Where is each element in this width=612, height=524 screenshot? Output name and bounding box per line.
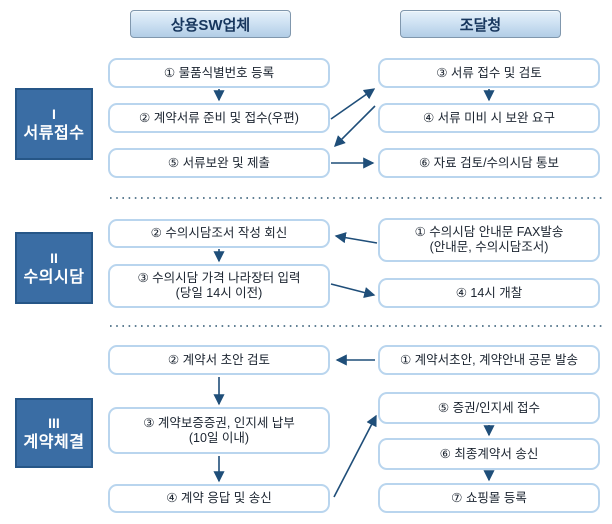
column-header-pps-label: 조달청: [459, 16, 502, 34]
section-2-numeral: II: [50, 249, 58, 266]
section-label-3: III 계약체결: [15, 398, 93, 468]
flow-box-s3-v4: ④ 계약 응답 및 송신: [108, 484, 330, 513]
flow-box-s2-v2-text: ② 수의시담조서 작성 회신: [150, 226, 288, 240]
flow-box-s2-v2: ② 수의시담조서 작성 회신: [108, 219, 330, 248]
flow-box-s3-v2-text: ② 계약서 초안 검토: [167, 352, 271, 367]
flow-box-s2-p4: ④ 14시 개찰: [378, 278, 600, 308]
flow-box-s1-v1: ① 물품식별번호 등록: [108, 58, 330, 88]
flow-box-s3-p5: ⑤ 증권/인지세 접수: [378, 392, 600, 424]
section-1-numeral: I: [52, 105, 56, 122]
flow-box-s1-v5-text: ⑤ 서류보완 및 제출: [167, 155, 271, 170]
section-3-numeral: III: [48, 414, 60, 431]
flow-box-s3-p6-text: ⑥ 최종계약서 송신: [439, 446, 539, 461]
arrow-s1-v2-to-p3: [330, 88, 376, 120]
flow-box-s1-v2-text: ② 계약서류 준비 및 접수(우편): [139, 110, 299, 125]
flow-box-s2-p1-text1: ① 수의시담 안내문 FAX발송: [414, 225, 564, 239]
flow-box-s3-v4-text: ④ 계약 응답 및 송신: [166, 491, 272, 505]
flow-box-s2-v3-text1: ③ 수의시담 가격 나라장터 입력: [137, 271, 301, 285]
flow-box-s2-p4-text: ④ 14시 개찰: [455, 285, 523, 300]
flow-box-s3-v3-text1: ③ 계약보증증권, 인지세 납부: [143, 415, 295, 430]
flow-box-s2-p1: ① 수의시담 안내문 FAX발송 (안내문, 수의시담조서): [378, 218, 600, 262]
column-header-vendor-label: 상용SW업체: [170, 16, 251, 34]
flow-box-s3-p5-text: ⑤ 증권/인지세 접수: [437, 400, 541, 415]
flow-box-s2-p1-text2: (안내문, 수의시담조서): [429, 240, 549, 254]
column-header-pps: 조달청: [400, 10, 561, 38]
flow-box-s1-p3: ③ 서류 접수 및 검토: [378, 58, 600, 88]
flow-box-s3-v3: ③ 계약보증증권, 인지세 납부 (10일 이내): [108, 407, 330, 454]
arrow-s2-v3-to-p4: [330, 283, 376, 298]
flow-box-s1-p3-text: ③ 서류 접수 및 검토: [436, 65, 542, 80]
arrow-s1-p4-to-v5: [334, 105, 376, 147]
section-2-name: 수의시담: [23, 268, 85, 286]
flow-box-s1-p6: ⑥ 자료 검토/수의시담 통보: [378, 148, 600, 178]
section-label-2: II 수의시담: [15, 232, 93, 304]
flow-box-s3-p6: ⑥ 최종계약서 송신: [378, 438, 600, 470]
section-3-name: 계약체결: [23, 433, 85, 451]
arrow-s2-p1-to-v2: [334, 232, 378, 244]
flow-box-s3-v2: ② 계약서 초안 검토: [108, 345, 330, 375]
flow-box-s3-v3-text2: (10일 이내): [188, 430, 250, 445]
flow-box-s1-p4: ④ 서류 미비 시 보완 요구: [378, 103, 600, 133]
flow-box-s1-v2: ② 계약서류 준비 및 접수(우편): [108, 103, 330, 133]
flow-box-s3-p1-text: ① 계약서초안, 계약안내 공문 발송: [399, 352, 579, 367]
flow-box-s1-v1-text: ① 물품식별번호 등록: [163, 65, 275, 80]
arrow-s3-v4-to-p5: [333, 414, 377, 498]
flow-box-s3-p7: ⑦ 쇼핑몰 등록: [378, 483, 600, 513]
flow-box-s3-p1: ① 계약서초안, 계약안내 공문 발송: [378, 345, 600, 375]
flow-box-s1-p6-text: ⑥ 자료 검토/수의시담 통보: [418, 155, 560, 170]
flow-box-s3-p7-text: ⑦ 쇼핑몰 등록: [451, 490, 527, 505]
section-1-name: 서류접수: [23, 124, 85, 142]
flow-box-s1-p4-text: ④ 서류 미비 시 보완 요구: [422, 110, 556, 125]
column-header-vendor: 상용SW업체: [130, 10, 291, 38]
section-label-1: I 서류접수: [15, 88, 93, 160]
flow-box-s1-v5: ⑤ 서류보완 및 제출: [108, 148, 330, 178]
flow-box-s2-v3-text2: (당일 14시 이전): [175, 286, 263, 300]
flow-box-s2-v3: ③ 수의시담 가격 나라장터 입력 (당일 14시 이전): [108, 264, 330, 308]
